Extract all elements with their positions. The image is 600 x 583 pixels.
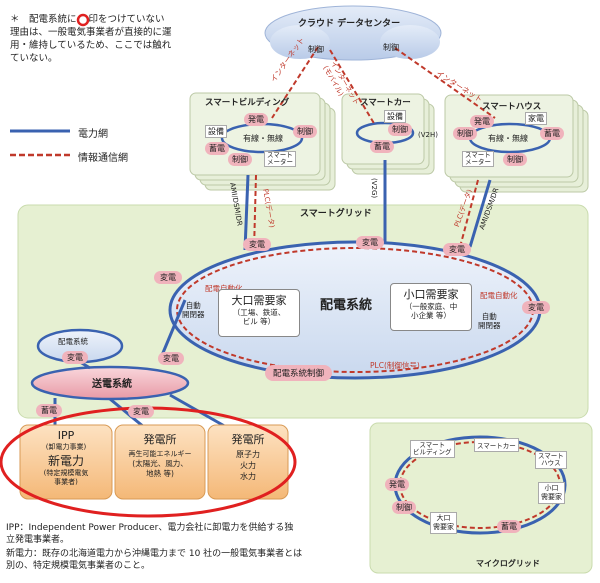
plant-ipp-sub1: (卸電力事業) <box>45 443 87 451</box>
legend-info-label: 情報通信網 <box>78 153 128 164</box>
small-customer-title: 小口需要家 <box>403 288 459 301</box>
small-customer-box: 小口需要家 （一般家庭、中 小企業 等） <box>390 283 472 331</box>
building-setsubi: 設備 <box>205 125 227 138</box>
bottom-note-line2: 立発電事業者。 <box>6 535 70 545</box>
house-chikuden: 蓄電 <box>540 127 564 140</box>
small-customer-sub: （一般家庭、中 小企業 等） <box>404 302 458 320</box>
large-customer-title: 大口需要家 <box>231 294 287 307</box>
top-note-suffix: 印をつけていない <box>88 14 165 25</box>
top-note-prefix: ＊ 配電系統に <box>10 14 77 25</box>
dist-control-node: 配電系統制御 <box>265 365 333 381</box>
microgrid-title: マイクログリッド <box>476 559 540 568</box>
micro-building: スマート ビルディング <box>410 440 455 458</box>
henden-node-1: 変電 <box>243 238 271 251</box>
plant-conventional-sub1: 原子力 火力 水力 <box>236 450 260 481</box>
cloud-control-left: 制御 <box>308 45 324 54</box>
plant-box-conventional <box>207 424 289 500</box>
bottom-note-line3: 新電力：既存の北海道電力から沖縄電力まで 10 社の一般電気事業者とは <box>6 549 303 559</box>
henden-node-5: 変電 <box>522 301 550 314</box>
top-note: ＊ 配電系統に印をつけていない 理由は、一般電気事業者が直接的に運 用・維持して… <box>10 13 220 65</box>
micro-seigyo: 制御 <box>392 501 416 514</box>
house-yusen: 有線・無線 <box>488 134 528 143</box>
plant-conventional: 発電所 原子力 火力 水力 <box>208 431 288 482</box>
link-v2h: (V2H) <box>418 131 438 139</box>
car-seigyo: 制御 <box>388 123 412 136</box>
red-circle-mark <box>76 13 90 27</box>
building-meter: スマート メーター <box>264 151 296 167</box>
house-seigyo2: 制御 <box>503 153 527 166</box>
plant-box-renewable <box>114 424 206 500</box>
switch-right-label: 自動 開閉器 <box>478 312 501 330</box>
link-v2g: (V2G) <box>370 178 378 199</box>
trans-henden-small: 変電 <box>62 351 88 364</box>
transmission-title: 送電系統 <box>92 379 132 390</box>
house-meter: スマート メーター <box>462 151 494 167</box>
trans-chikuden: 蓄電 <box>36 404 62 417</box>
distribution-title: 配電系統 <box>320 298 373 313</box>
legend-power-label: 電力網 <box>78 129 108 140</box>
smart-house-title: スマートハウス <box>482 102 542 112</box>
large-customer-box: 大口需要家 （工場、鉄道、 ビル 等） <box>218 289 300 337</box>
house-kaden: 家電 <box>525 112 547 125</box>
bottom-note: IPP：Independent Power Producer、電力会社に卸電力を… <box>6 522 366 572</box>
smart-building-title: スマートビルディング <box>205 98 290 108</box>
micro-hatsuden: 発電 <box>385 478 409 491</box>
plant-ipp-title: IPP <box>57 429 75 442</box>
plant-ipp-sub2: (特定規模電気 事業者) <box>43 469 89 486</box>
micro-large: 大口 需要家 <box>430 512 457 534</box>
plant-renewable-sub2: (太陽光、風力、 地熱 等) <box>132 459 188 478</box>
micro-chikuden: 蓄電 <box>497 520 521 533</box>
building-yusen: 有線・無線 <box>243 134 283 143</box>
building-chikuden: 蓄電 <box>205 142 229 155</box>
smart-car-title: スマートカー <box>360 98 411 108</box>
henden-node-4: 変電 <box>154 271 182 284</box>
house-hatsuden: 発電 <box>470 115 494 128</box>
plant-renewable-sub1: 再生可能エネルギー <box>128 450 192 458</box>
plant-conventional-title: 発電所 <box>231 433 265 446</box>
building-seigyo: 制御 <box>293 125 317 138</box>
top-note-line4: ていない。 <box>10 53 58 64</box>
micro-house: スマート ハウス <box>535 451 567 469</box>
plant-ipp: IPP (卸電力事業) 新電力 (特定規模電気 事業者) <box>20 429 112 487</box>
plant-box-ipp <box>19 424 113 500</box>
top-note-line3: 用・維持しているため、ここでは触れ <box>10 40 172 51</box>
trans-henden-bottom: 変電 <box>128 405 154 418</box>
top-note-line2: 理由は、一般電気事業者が直接的に運 <box>10 27 172 38</box>
house-seigyo: 制御 <box>453 127 477 140</box>
switch-left-label: 自動 開閉器 <box>182 301 205 319</box>
plc-signal-label: PLC(制御信号) <box>370 361 420 370</box>
building-hatsuden: 発電 <box>244 113 268 126</box>
plant-renewable-title: 発電所 <box>143 433 177 446</box>
building-seigyo2: 制御 <box>228 153 252 166</box>
bottom-note-line1: IPP：Independent Power Producer、電力会社に卸電力を… <box>6 523 294 533</box>
car-setsubi: 設備 <box>384 110 406 123</box>
cloud-title: クラウド データセンター <box>298 19 401 29</box>
henden-node-3: 変電 <box>443 243 471 256</box>
smart-grid-title: スマートグリッド <box>300 209 372 219</box>
haiden-small-title: 配電系統 <box>58 337 88 346</box>
auto-left-label: 配電自動化 <box>205 283 243 294</box>
plant-renewable: 発電所 再生可能エネルギー (太陽光、風力、 地熱 等) <box>115 431 205 479</box>
micro-small: 小口 需要家 <box>538 482 565 504</box>
large-customer-sub: （工場、鉄道、 ビル 等） <box>232 308 286 326</box>
micro-car: スマートカー <box>474 438 519 452</box>
auto-right-label: 配電自動化 <box>480 291 518 300</box>
plant-ipp-main: 新電力 <box>47 454 84 468</box>
trans-henden-mid: 変電 <box>158 352 184 365</box>
cloud-control-right: 制御 <box>383 43 399 52</box>
henden-node-2: 変電 <box>356 236 384 249</box>
car-chikuden: 蓄電 <box>370 140 394 153</box>
bottom-note-line4: 別の、特定規模電気事業者のこと。 <box>6 561 151 571</box>
